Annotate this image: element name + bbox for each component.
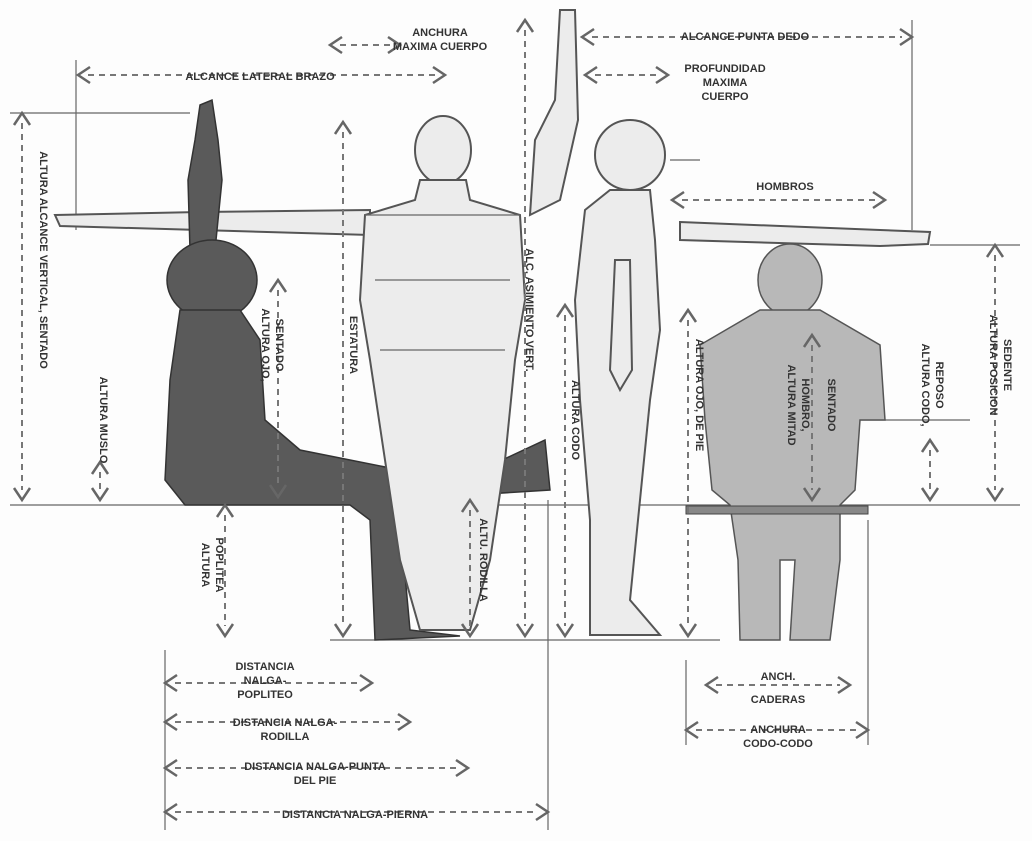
label-profundidad-2: MAXIMA <box>703 77 748 89</box>
label-alc-asimiento-vert: ALC. ASIMIENTO VERT. <box>523 248 535 371</box>
label-anch-caderas-2: CADERAS <box>751 694 805 706</box>
label-dnr-1: DISTANCIA NALGA- <box>233 717 338 729</box>
label-mitad-hombro-3: SENTADO <box>825 379 837 432</box>
label-altura-codo-reposo-1: ALTURA CODO, <box>919 343 931 426</box>
label-profundidad-1: PROFUNDIDAD <box>684 63 765 75</box>
arrow-right-icon <box>872 190 888 210</box>
arrow-left-icon <box>162 758 178 778</box>
arrow-down-icon <box>802 487 822 503</box>
label-dnp-2: NALGA- <box>244 675 287 687</box>
arrow-left-icon <box>75 65 91 85</box>
label-dnr-2: RODILLA <box>261 731 310 743</box>
seat <box>685 505 869 515</box>
label-altura-ojo-de-pie: ALTURA OJO, DE PIE <box>693 339 705 451</box>
arrow-down-icon <box>985 487 1005 503</box>
arrow-left-icon <box>703 675 719 695</box>
label-mitad-hombro-1: ALTURA MITAD <box>785 364 797 445</box>
reference-lines <box>10 20 1020 830</box>
arrow-right-icon <box>455 758 471 778</box>
label-hombros: HOMBROS <box>756 181 813 193</box>
label-codo-codo-2: CODO-CODO <box>743 738 813 750</box>
arrow-left-icon <box>669 190 685 210</box>
standing-front-figure <box>358 115 527 631</box>
arrow-right-icon <box>387 35 403 55</box>
arrow-up-icon <box>460 497 480 513</box>
label-anchura-maxima-cuerpo-1: ANCHURA <box>412 27 468 39</box>
label-dnpp-1: DISTANCIA NALGA-PUNTA <box>244 761 386 773</box>
arrow-up-icon <box>333 119 353 135</box>
label-altura-poplitea-1: ALTURA <box>199 543 211 587</box>
arrow-right-icon <box>655 65 671 85</box>
seated-back-figure <box>685 243 886 641</box>
arrow-down-icon <box>12 487 32 503</box>
label-anchura-maxima-cuerpo-2: MAXIMA CUERPO <box>393 41 488 53</box>
arrow-left-icon <box>162 712 178 732</box>
arrow-left-icon <box>327 35 343 55</box>
label-mitad-hombro-2: HOMBRO, <box>799 378 811 431</box>
arrow-down-icon <box>215 623 235 639</box>
arrow-up-icon <box>920 437 940 453</box>
arrow-right-icon <box>855 720 871 740</box>
arrow-up-icon <box>678 307 698 323</box>
label-posicion-sedente-1: ALTURA POSICION <box>987 315 999 416</box>
label-altura-muslo: ALTURA MUSLO <box>97 377 109 464</box>
arrow-up-icon <box>12 110 32 126</box>
label-altu-rodilla: ALTU. RODILLA <box>477 518 489 602</box>
label-alcance-punta-dedo: ALCANCE PUNTA DEDO <box>681 31 810 43</box>
arrow-up-icon <box>215 502 235 518</box>
label-altura-codo-reposo-2: REPOSO <box>933 361 945 409</box>
label-dnpp-2: DEL PIE <box>294 775 337 787</box>
arrow-down-icon <box>268 484 288 500</box>
arrow-right-icon <box>837 675 853 695</box>
label-codo-codo-1: ANCHURA <box>750 724 806 736</box>
label-distancia-nalga-pierna: DISTANCIA NALGA-PIERNA <box>282 809 428 821</box>
labels: ANCHURA MAXIMA CUERPO ALCANCE PUNTA DEDO… <box>37 27 1013 821</box>
arrow-up-icon <box>985 242 1005 258</box>
arrow-down-icon <box>333 623 353 639</box>
label-alcance-lateral-brazo: ALCANCE LATERAL BRAZO <box>185 71 335 83</box>
arrow-right-icon <box>432 65 448 85</box>
arrow-down-icon <box>515 623 535 639</box>
seated-side-figure <box>164 98 551 641</box>
arrow-right-icon <box>899 27 915 47</box>
dimension-arrows <box>12 17 1005 822</box>
arrow-left-icon <box>162 673 178 693</box>
label-altura-ojo-sentado-1: ALTURA OJO, <box>259 308 271 381</box>
arrow-left-icon <box>162 802 178 822</box>
arrow-up-icon <box>802 332 822 348</box>
arrow-down-icon <box>678 623 698 639</box>
arrow-up-icon <box>555 302 575 318</box>
label-dnp-1: DISTANCIA <box>235 661 294 673</box>
label-altura-poplitea-2: POPLITEA <box>213 537 225 592</box>
arrow-down-icon <box>90 487 110 503</box>
label-altura-ojo-sentado-2: SENTADO <box>273 319 285 372</box>
label-profundidad-3: CUERPO <box>701 91 749 103</box>
label-altura-codo: ALTURA CODO <box>569 380 581 460</box>
arrow-down-icon <box>555 623 575 639</box>
arrow-left-icon <box>579 27 595 47</box>
arrow-up-icon <box>515 17 535 33</box>
arrow-down-icon <box>920 487 940 503</box>
label-altura-alcance-vertical-sentado: ALTURA ALCANCE VERTICAL, SENTADO <box>37 151 49 369</box>
arrow-right-icon <box>397 712 413 732</box>
standing-side-figure <box>573 119 666 636</box>
arrow-left-icon <box>683 720 699 740</box>
arrow-down-icon <box>460 623 480 639</box>
raised-arm <box>528 9 580 217</box>
label-estatura: ESTATURA <box>347 316 359 374</box>
label-dnp-3: POPLITEO <box>237 689 293 701</box>
label-posicion-sedente-2: SEDENTE <box>1001 339 1013 391</box>
arrow-left-icon <box>582 65 598 85</box>
arrow-right-icon <box>535 802 551 822</box>
label-anch-caderas-1: ANCH. <box>761 671 796 683</box>
arrow-up-icon <box>90 459 110 475</box>
arrow-up-icon <box>268 277 288 293</box>
arrow-right-icon <box>359 673 375 693</box>
